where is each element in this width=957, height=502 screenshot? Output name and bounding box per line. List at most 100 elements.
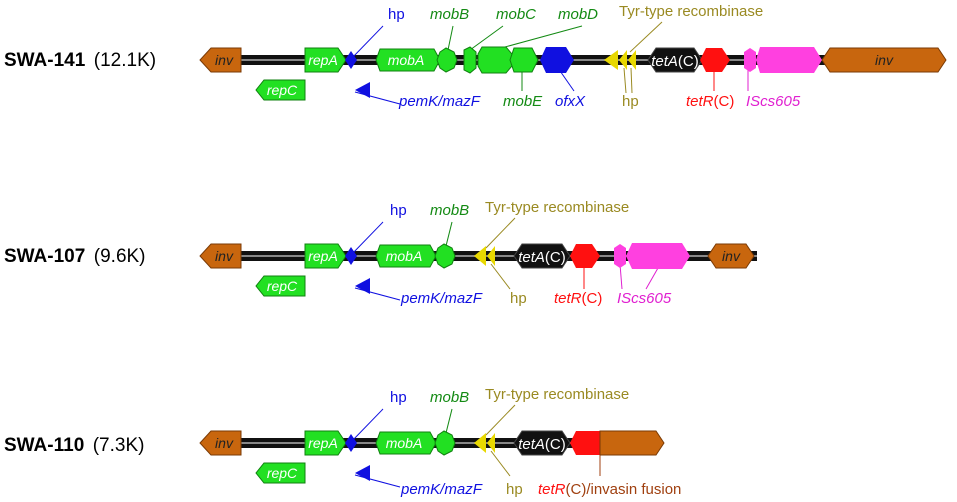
- hp-gene: [345, 434, 357, 452]
- recombinase-gene-2: [487, 246, 495, 266]
- mobb-label: mobB: [430, 6, 469, 23]
- hp-gene: [345, 51, 357, 69]
- mobe-label: mobE: [503, 93, 543, 110]
- iscs-label: IScs605: [746, 93, 801, 110]
- mobd-label: mobD: [558, 6, 598, 23]
- recombinase-label: Tyr-type recombinase: [485, 386, 629, 403]
- inv-gene-right: [707, 243, 755, 269]
- hp-gene: [345, 247, 357, 265]
- tetr-fusion-gene-tetr-part: [570, 431, 600, 455]
- inv-gene-left-label: inv: [215, 52, 234, 68]
- inv-gene-left: [199, 243, 242, 269]
- construct-swa-110: SWA-110 (7.3K) inv repA mobA tetA(C) rep…: [4, 386, 681, 498]
- mobe-gene: [509, 47, 539, 73]
- construct-name-swa-110: SWA-110 (7.3K): [4, 435, 144, 456]
- tetr-gene: [570, 244, 600, 268]
- tetr-gene: [700, 48, 730, 72]
- repa-gene: [304, 47, 347, 73]
- recombinase-gene-3: [628, 50, 636, 70]
- recombinase-gene-2: [619, 50, 627, 70]
- iscs-gene-large: [626, 243, 690, 269]
- moba-gene-label: mobA: [388, 52, 425, 68]
- repa-gene: [304, 243, 347, 269]
- teta-gene: [513, 243, 571, 269]
- hp-label-bottom: hp: [510, 290, 527, 307]
- inv-gene-left-label: inv: [215, 435, 234, 451]
- inv-gene-left: [199, 430, 242, 456]
- inv-gene-left: [199, 47, 242, 73]
- construct-id: SWA-141: [4, 50, 86, 71]
- recombinase-label: Tyr-type recombinase: [619, 3, 763, 20]
- construct-size: (12.1K): [94, 50, 156, 71]
- hp-label-bottom: hp: [506, 481, 523, 498]
- mobd-gene: [477, 46, 513, 74]
- ofxx-gene: [540, 47, 574, 73]
- repa-gene-label: repA: [308, 248, 338, 264]
- iscs-label: IScs605: [617, 290, 672, 307]
- iscs-gene-small: [744, 48, 756, 72]
- hp-label-top: hp: [390, 202, 407, 219]
- repc-gene-label: repC: [267, 82, 298, 98]
- mobb-label: mobB: [430, 389, 469, 406]
- inv-gene-left-label: inv: [215, 248, 234, 264]
- repa-gene: [304, 430, 347, 456]
- tetr-fusion-label: tetR(C)/invasin fusion: [538, 481, 681, 498]
- construct-name-swa-141: SWA-141 (12.1K): [4, 50, 156, 71]
- mobb-label: mobB: [430, 202, 469, 219]
- construct-swa-141: SWA-141 (12.1K) inv repA mobA: [4, 3, 947, 110]
- recombinase-label: Tyr-type recombinase: [485, 199, 629, 216]
- teta-gene-label: tetA(C): [518, 436, 566, 453]
- tetr-label: tetR(C): [554, 290, 602, 307]
- moba-gene-label: mobA: [386, 248, 423, 264]
- recombinase-gene-2: [487, 433, 495, 453]
- inv-gene-right-label: inv: [722, 248, 741, 264]
- pemk-label: pemK/mazF: [400, 481, 483, 498]
- mobb-gene: [434, 243, 456, 269]
- teta-gene: [647, 47, 703, 73]
- pemk-gene: [355, 465, 370, 481]
- pemk-label: pemK/mazF: [400, 290, 483, 307]
- pemk-gene: [355, 278, 370, 294]
- construct-swa-107: SWA-107 (9.6K) inv repA mobA tetA(C): [4, 199, 757, 307]
- recombinase-gene-1: [474, 433, 486, 453]
- tetr-fusion-gene-invasin-part: [599, 430, 665, 456]
- mobb-gene: [436, 47, 458, 73]
- repc-gene: [255, 275, 306, 297]
- moba-gene: [375, 431, 437, 455]
- recombinase-gene-1: [474, 246, 486, 266]
- repc-gene-label: repC: [267, 465, 298, 481]
- moba-gene: [375, 48, 441, 72]
- iscs-gene-small: [614, 244, 626, 268]
- hp-label-top: hp: [388, 6, 405, 23]
- hp-label-top: hp: [390, 389, 407, 406]
- leader-lines: [351, 21, 749, 105]
- leader-lines: [351, 404, 601, 488]
- pemk-gene: [355, 82, 370, 98]
- mobc-label: mobC: [496, 6, 536, 23]
- teta-gene-label: tetA(C): [518, 249, 566, 266]
- tetr-label: tetR(C): [686, 93, 734, 110]
- construct-id: SWA-110: [4, 435, 84, 456]
- repc-gene: [255, 79, 306, 101]
- mobb-gene: [434, 430, 456, 456]
- hp-label-bottom: hp: [622, 93, 639, 110]
- iscs-gene-large: [756, 47, 822, 73]
- moba-gene-label: mobA: [386, 435, 423, 451]
- inv-gene-right: [821, 47, 947, 73]
- teta-gene-label: tetA(C): [651, 53, 699, 70]
- repc-gene: [255, 462, 306, 484]
- mobc-gene: [463, 46, 477, 74]
- construct-id: SWA-107: [4, 246, 85, 267]
- pemk-label: pemK/mazF: [398, 93, 481, 110]
- repc-gene-label: repC: [267, 278, 298, 294]
- recombinase-gene-1: [604, 50, 618, 70]
- construct-name-swa-107: SWA-107 (9.6K): [4, 246, 146, 267]
- repa-gene-label: repA: [308, 52, 338, 68]
- inv-gene-right-label: inv: [875, 52, 894, 68]
- teta-gene: [513, 430, 571, 456]
- construct-size: (9.6K): [94, 246, 146, 267]
- ofxx-label: ofxX: [555, 93, 586, 110]
- construct-size: (7.3K): [93, 435, 145, 456]
- moba-gene: [375, 244, 437, 268]
